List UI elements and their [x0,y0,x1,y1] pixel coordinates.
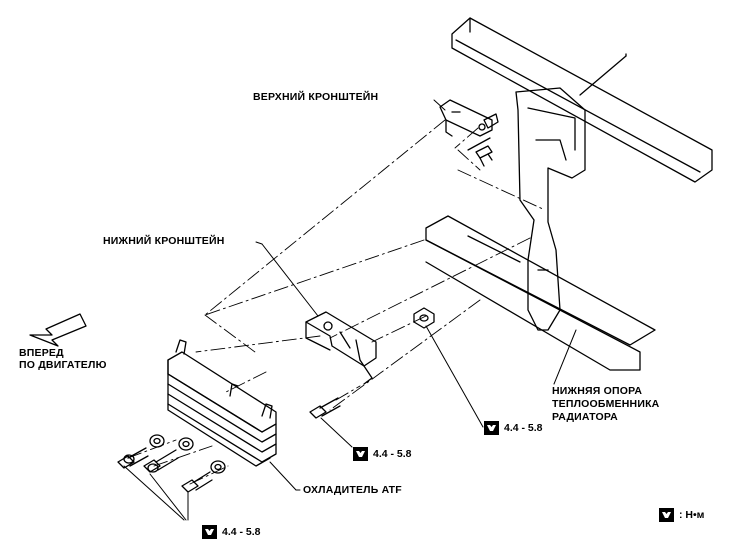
upper-bracket-bolt-2 [483,113,499,129]
torque-value-bolts-left: 4.4 - 5.8 [222,526,261,538]
bolt-left-1 [117,447,149,469]
bolt-left-3 [181,471,213,493]
legend-unit: : Н•м [679,509,705,521]
leader-lines [123,99,577,521]
torque-wrench-icon [353,447,368,461]
torque-wrench-icon [659,508,674,522]
leader-upper-support [579,55,627,96]
torque-wrench-icon [484,421,499,435]
label-atf-cooler: ОХЛАДИТЕЛЬ ATF [303,484,402,496]
torque-wrench-icon [202,525,217,539]
lower-radiator-support [425,215,656,371]
forward-arrow-icon [29,313,87,347]
label-forward-line1: ВПЕРЕД [19,347,64,359]
grommet-2 [178,437,194,451]
torque-spec-bolts-left: 4.4 - 5.8 [202,525,261,539]
lower-bracket [305,311,377,385]
label-forward-line2: ПО ДВИГАТЕЛЮ [19,359,107,371]
atf-cooler [167,339,277,467]
label-lower-support-line1: НИЖНЯЯ ОПОРА [552,385,643,397]
torque-legend: : Н•м [659,508,704,522]
torque-value-bolt-mid: 4.4 - 5.8 [373,448,412,460]
alignment-lines [127,119,546,485]
label-lower-support-line2: ТЕПЛООБМЕННИКА [552,398,660,410]
center-stay [515,87,586,331]
upper-bracket [439,99,493,151]
torque-spec-bolt-mid: 4.4 - 5.8 [353,447,412,461]
torque-spec-nut: 4.4 - 5.8 [484,421,543,435]
radiator-core-upper-support [451,17,713,183]
bolt-mid [309,397,341,419]
washer-2 [147,463,159,473]
torque-value-nut: 4.4 - 5.8 [504,422,543,434]
label-upper-bracket: ВЕРХНИЙ КРОНШТЕЙН [253,91,379,103]
label-lower-support-line3: РАДИАТОРА [552,411,618,423]
grommet-3 [210,460,226,474]
label-lower-bracket: НИЖНИЙ КРОНШТЕЙН [103,235,225,247]
upper-bracket-bolt [475,145,493,167]
bolt-left-2 [143,449,179,473]
nut-right [413,307,435,329]
